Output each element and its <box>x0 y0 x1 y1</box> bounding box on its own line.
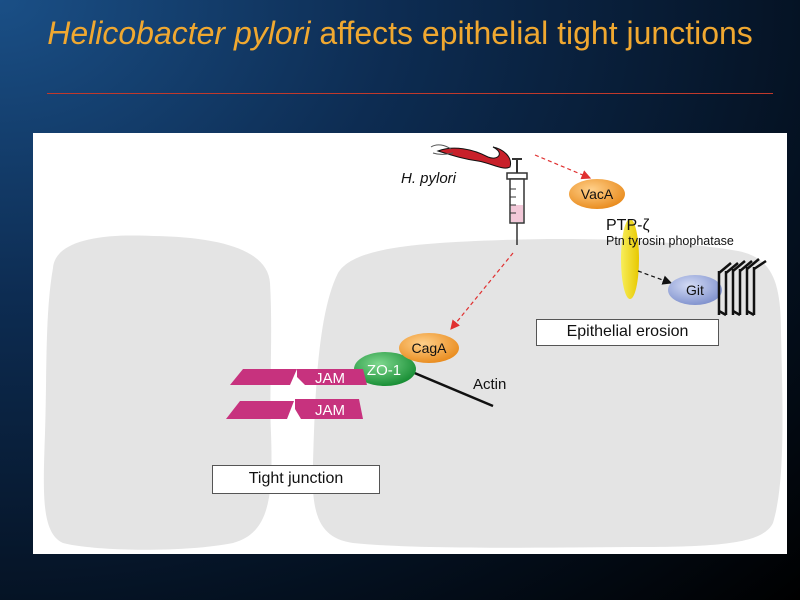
slide-title: Helicobacter pylori affects epithelial t… <box>0 12 800 54</box>
ptp-desc-label: Ptn tyrosin phophatase <box>606 234 734 248</box>
actin-filaments <box>717 258 767 317</box>
ptp-label: PTP-ζ <box>606 217 650 234</box>
diagram-panel: VacA Git ZO-1 CagA JAM JAM <box>33 133 787 554</box>
arrow-to-vaca <box>534 154 592 180</box>
title-rest: affects epithelial tight junctions <box>310 15 753 51</box>
diagram-canvas: VacA Git ZO-1 CagA JAM JAM <box>43 144 783 550</box>
jam-right-bottom <box>295 399 363 419</box>
ptp-zeta-shape <box>621 219 639 299</box>
right-cell <box>312 239 783 548</box>
tight-junction-box: Tight junction <box>212 465 380 494</box>
zo1-node <box>354 352 416 386</box>
epithelial-erosion-label: Epithelial erosion <box>566 323 689 340</box>
syringe-icon <box>506 158 528 245</box>
zo1-label: ZO-1 <box>367 362 401 379</box>
arrow-to-caga <box>450 252 514 330</box>
jam-right-top <box>297 369 367 385</box>
jam-bottom-label: JAM <box>315 402 345 419</box>
jam-top-label: JAM <box>315 370 345 387</box>
arrow-to-git <box>637 270 673 285</box>
git-node <box>668 275 722 305</box>
title-italic: Helicobacter pylori <box>47 15 311 51</box>
title-underline <box>47 93 773 94</box>
caga-node <box>399 333 459 363</box>
git-label: Git <box>686 282 704 298</box>
caga-label: CagA <box>411 340 447 356</box>
epithelial-erosion-box: Epithelial erosion <box>536 319 719 346</box>
h-pylori-bacterium <box>436 146 512 169</box>
left-cell <box>43 235 272 550</box>
actin-line <box>404 367 494 408</box>
vaca-label: VacA <box>581 186 614 202</box>
tight-junction-label: Tight junction <box>248 470 344 487</box>
h-pylori-label: H. pylori <box>401 170 457 187</box>
actin-label: Actin <box>473 376 506 393</box>
jam-left-bottom <box>226 401 294 419</box>
jam-left-top <box>230 369 297 385</box>
vaca-node <box>569 179 625 209</box>
